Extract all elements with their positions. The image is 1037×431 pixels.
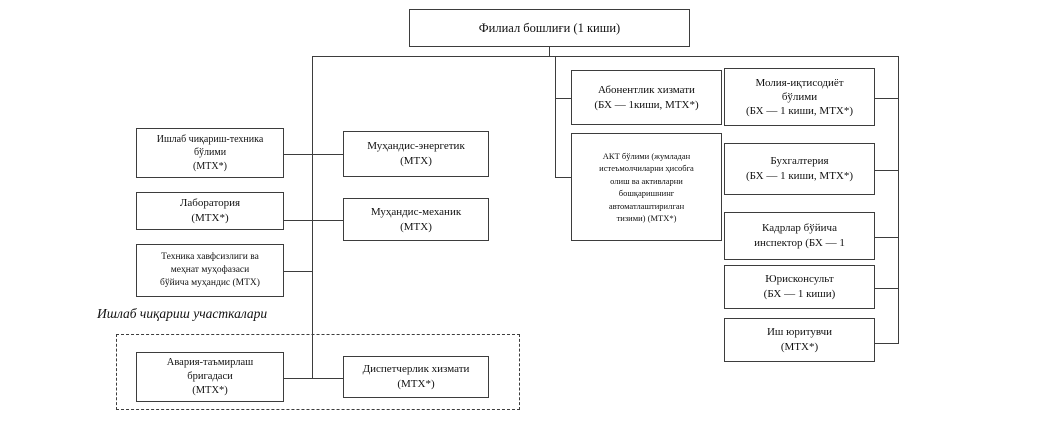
group-frame-production-sites xyxy=(116,334,520,410)
node-dispetcherlik-xizmati[interactable]: Диспетчерлик хизмати (МТХ*) xyxy=(343,356,489,398)
connector-bottom-row xyxy=(284,378,343,379)
node-avariya-tamirlash-brigadasi[interactable]: Авария-таъмирлаш бригадаси (МТХ*) xyxy=(136,352,284,402)
connector-ishlab-to-energetik xyxy=(284,154,343,155)
connector-kadrlar xyxy=(875,237,899,238)
connector-buhgalteriya xyxy=(875,170,899,171)
connector-akt xyxy=(555,177,572,178)
node-label: Авария-таъмирлаш бригадаси (МТХ*) xyxy=(166,357,254,396)
node-abonentlik-xizmati[interactable]: Абонентлик хизмати (БХ — 1киши, МТХ*) xyxy=(571,70,722,125)
node-filial-boshligi[interactable]: Филиал бошлиғи (1 киши) xyxy=(409,9,690,47)
node-label: Техника хавфсизлиги ва меҳнат муҳофазаси… xyxy=(160,252,260,288)
node-ish-yurituvchi[interactable]: Иш юритувчи (МТХ*) xyxy=(724,318,875,362)
connector-moliya xyxy=(875,98,899,99)
node-buxgalteriya[interactable]: Бухгалтерия (БХ — 1 киши, МТХ*) xyxy=(724,143,875,195)
node-label: Муҳандис-механик (МТХ) xyxy=(370,205,462,233)
node-label: Иш юритувчи (МТХ*) xyxy=(766,326,833,353)
node-label: Абонентлик хизмати (БХ — 1киши, МТХ*) xyxy=(594,83,699,111)
node-label: Юрисконсульт (БХ — 1 киши) xyxy=(763,273,836,300)
node-texnika-xavfsizligi-muhandis[interactable]: Техника хавфсизлиги ва меҳнат муҳофазаси… xyxy=(136,244,284,297)
connector-laboratoriya-to-mexanik xyxy=(284,220,343,221)
node-label: АКТ бўлими (жумладан истеъмолчиларни ҳис… xyxy=(599,150,694,224)
connector-texnika xyxy=(284,271,312,272)
group-label-production-sites: Ишлаб чиқариш участкалари xyxy=(97,306,268,321)
node-laboratoriya[interactable]: Лаборатория (МТХ*) xyxy=(136,192,284,230)
connector-abonentlik xyxy=(555,98,572,99)
node-label: Муҳандис-энергетик (МТХ) xyxy=(367,140,465,167)
node-muhandis-mexanik[interactable]: Муҳандис-механик (МТХ) xyxy=(343,198,489,241)
connector-root-stem xyxy=(549,47,550,56)
connector-yurisconsult xyxy=(875,288,899,289)
node-label: Кадрлар бўйича инспектор (БХ — 1 xyxy=(754,222,845,249)
node-label: Филиал бошлиғи (1 киши) xyxy=(478,20,621,35)
node-label: Диспетчерлик хизмати (МТХ*) xyxy=(362,363,470,390)
node-label: Бухгалтерия (БХ — 1 киши, МТХ*) xyxy=(745,155,854,182)
node-moliya-iqtisodiyot-bolimi[interactable]: Молия-иқтисодиёт бўлими (БХ — 1 киши, МТ… xyxy=(724,68,875,126)
connector-right-trunk xyxy=(898,56,899,343)
node-kadrlar-inspektor[interactable]: Кадрлар бўйича инспектор (БХ — 1 xyxy=(724,212,875,260)
node-ishlab-chiqarish-texnika-bolimi[interactable]: Ишлаб чиқариш-техника бўлими (МТХ*) xyxy=(136,128,284,178)
node-muhandis-energetik[interactable]: Муҳандис-энергетик (МТХ) xyxy=(343,131,489,177)
node-label: Молия-иқтисодиёт бўлими (БХ — 1 киши, МТ… xyxy=(745,77,854,117)
connector-center-trunk xyxy=(555,56,556,177)
connector-main-bus xyxy=(312,56,899,57)
node-label: Ишлаб чиқариш-техника бўлими (МТХ*) xyxy=(156,133,264,172)
connector-ish-yurituvchi xyxy=(875,343,899,344)
node-akt-bolimi[interactable]: АКТ бўлими (жумладан истеъмолчиларни ҳис… xyxy=(571,133,722,241)
node-label: Лаборатория (МТХ*) xyxy=(179,197,241,224)
node-yurisconsult[interactable]: Юрисконсульт (БХ — 1 киши) xyxy=(724,265,875,309)
connector-left-trunk xyxy=(312,56,313,378)
